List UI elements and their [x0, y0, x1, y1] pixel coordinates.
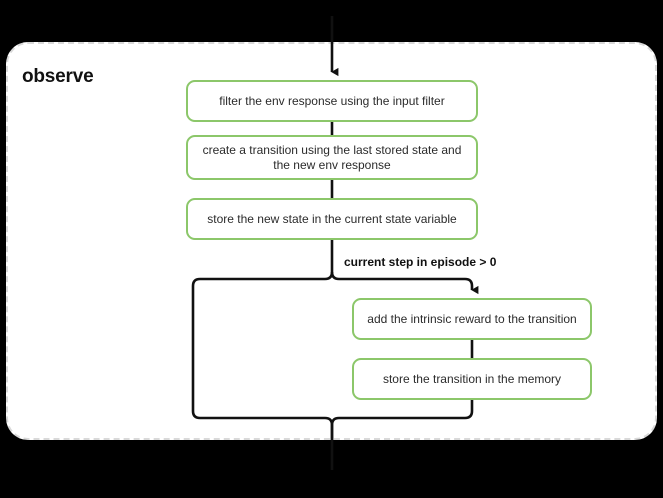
node-filter-env-response[interactable]: filter the env response using the input …: [186, 80, 478, 122]
node-store-transition-memory[interactable]: store the transition in the memory: [352, 358, 592, 400]
node-store-new-state[interactable]: store the new state in the current state…: [186, 198, 478, 240]
branch-condition-label: current step in episode > 0: [344, 255, 497, 269]
node-create-transition[interactable]: create a transition using the last store…: [186, 135, 478, 180]
page-title: observe: [22, 66, 94, 87]
node-add-intrinsic-reward[interactable]: add the intrinsic reward to the transiti…: [352, 298, 592, 340]
